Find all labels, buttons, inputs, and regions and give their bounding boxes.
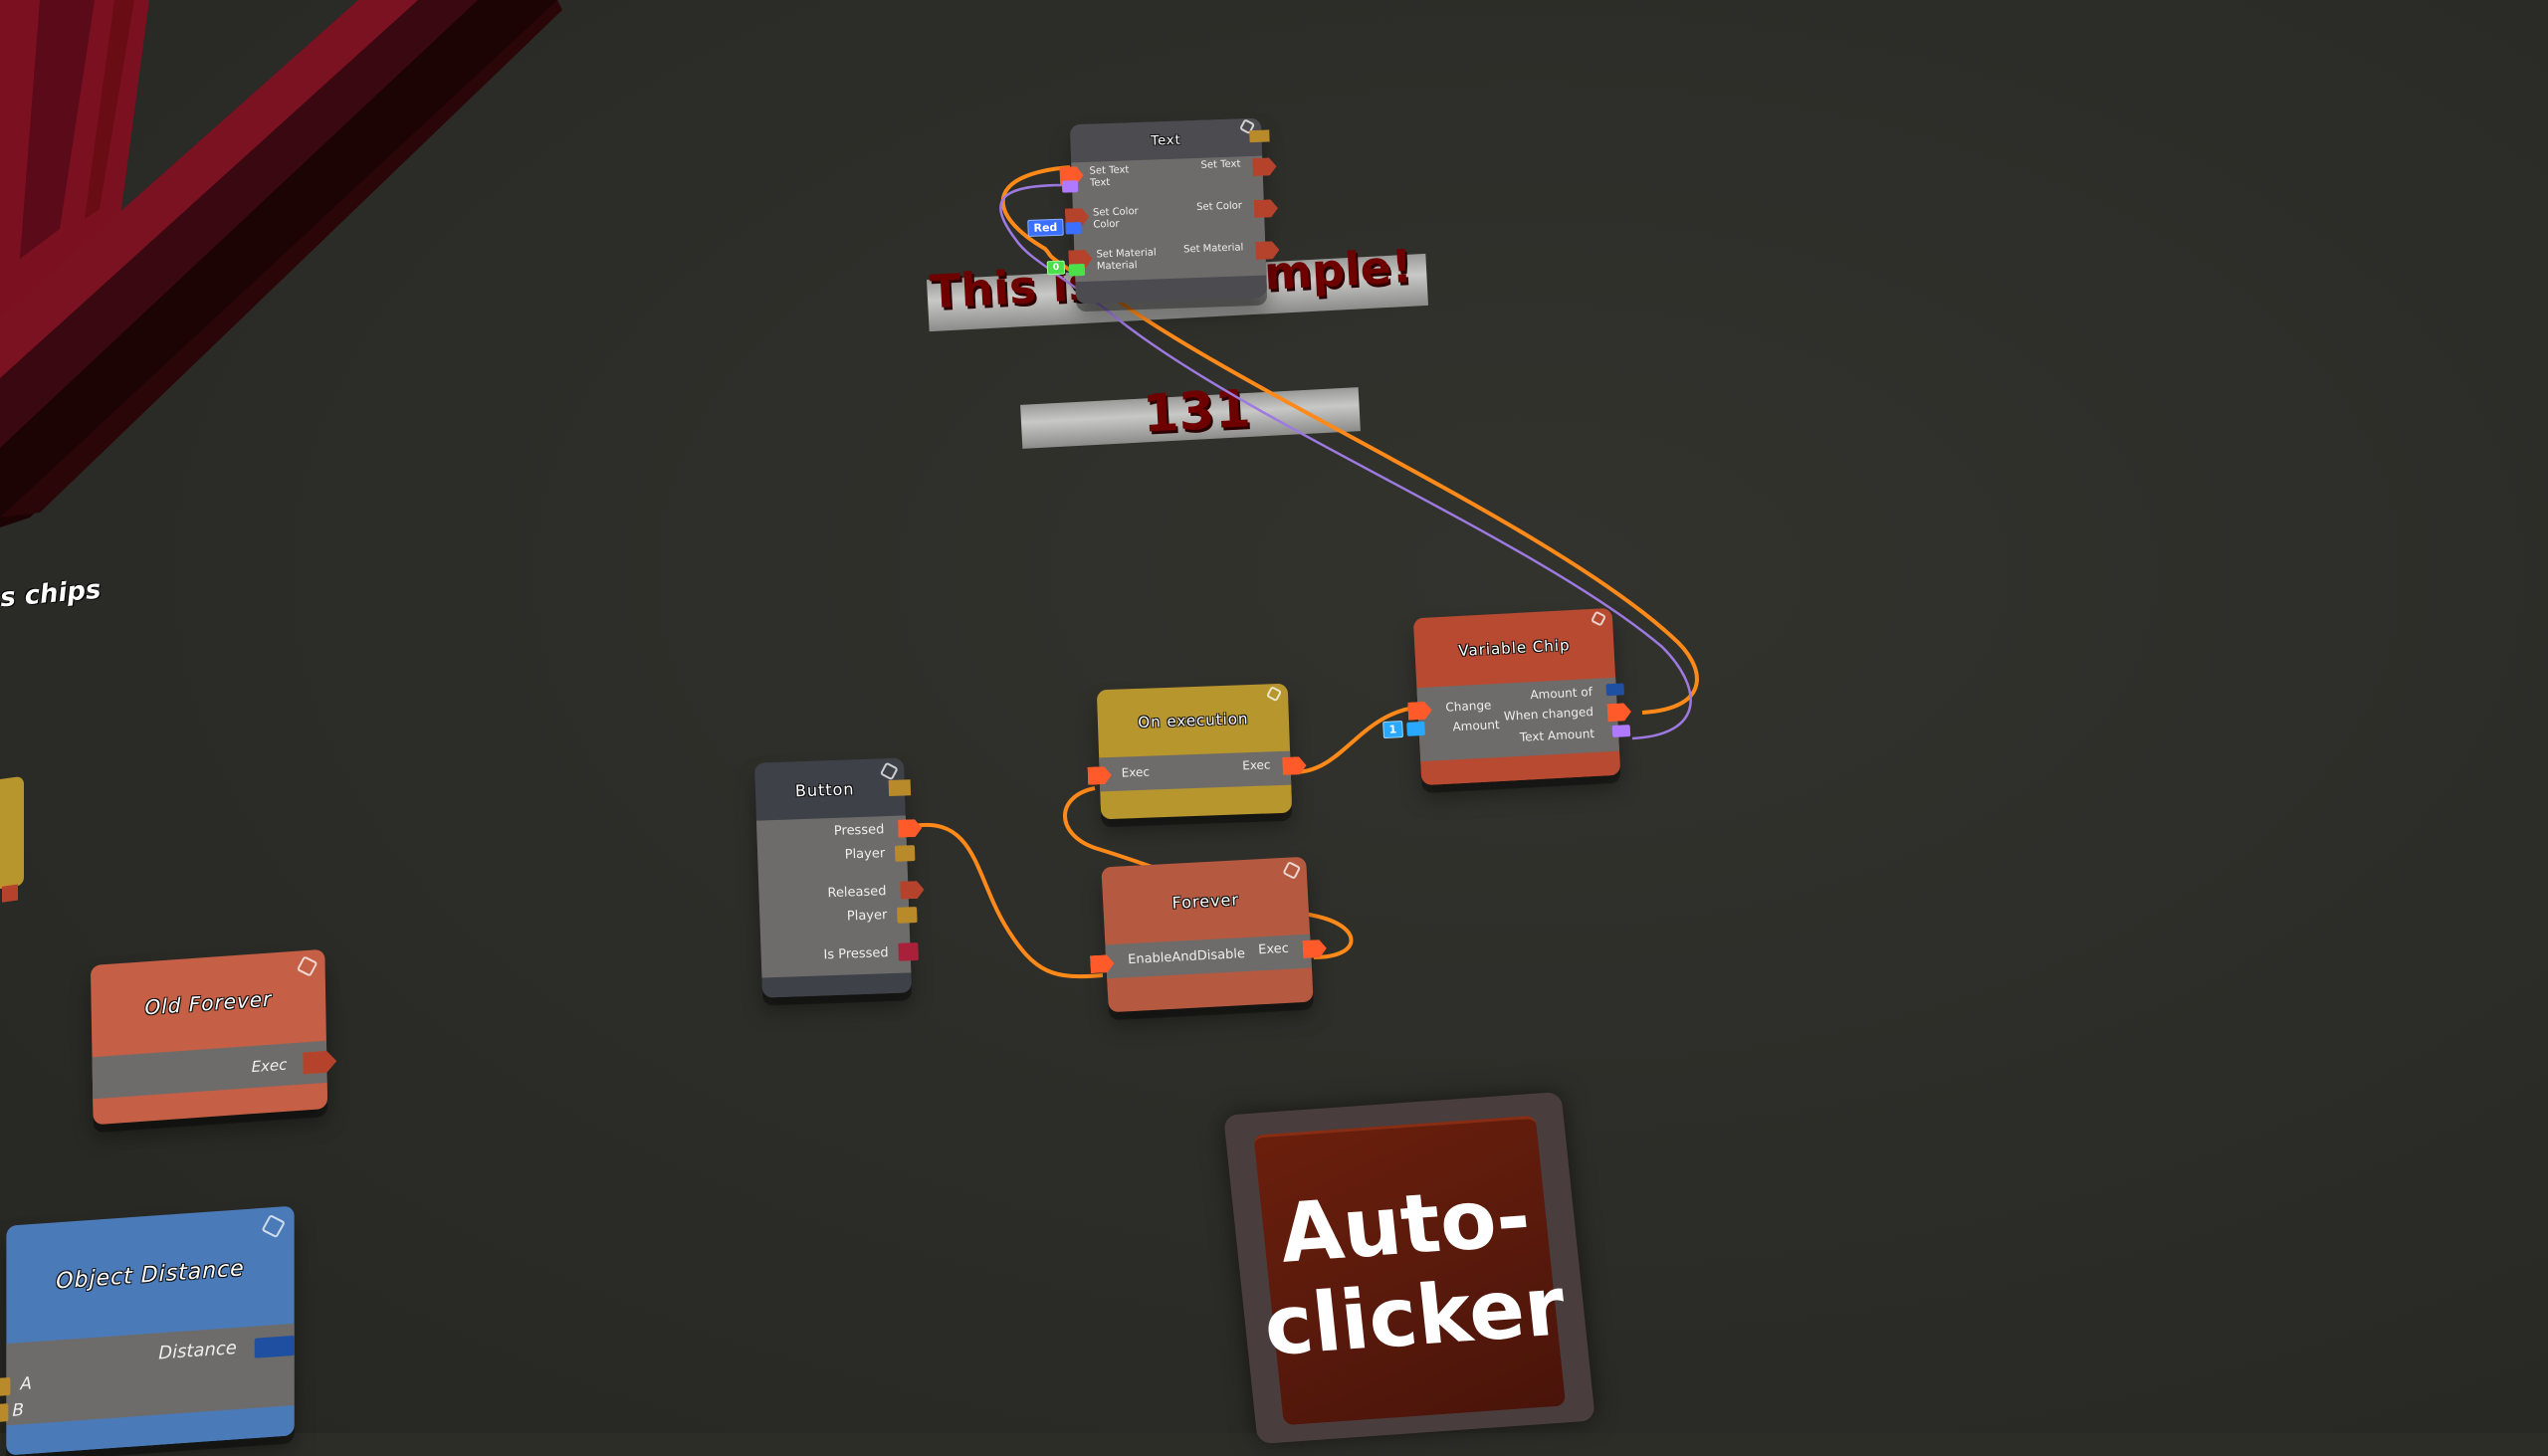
cube-icon bbox=[296, 955, 318, 977]
cube-icon bbox=[1590, 610, 1607, 627]
cube-icon bbox=[1265, 686, 1283, 703]
output-label: Player bbox=[846, 908, 888, 925]
chip-header[interactable]: Object Distance bbox=[6, 1206, 294, 1345]
enable-disable-exec-in-port[interactable] bbox=[1090, 954, 1115, 973]
color-in-port[interactable] bbox=[1065, 222, 1082, 235]
input-label: Color bbox=[1093, 218, 1120, 231]
is-pressed-bool-out-port[interactable] bbox=[898, 942, 919, 961]
exec-in-port[interactable] bbox=[1087, 766, 1112, 785]
text-amount-out-port[interactable] bbox=[1611, 725, 1631, 738]
change-exec-in-port[interactable] bbox=[1407, 702, 1432, 721]
output-label: Exec bbox=[251, 1055, 288, 1077]
chip-title: Button bbox=[794, 778, 855, 800]
amount-of-out-port[interactable] bbox=[1605, 683, 1625, 697]
input-label: Amount bbox=[1452, 717, 1500, 734]
cube-icon bbox=[261, 1214, 286, 1239]
counter-value: 131 bbox=[1141, 379, 1253, 445]
amount-constant-tag[interactable]: 1 bbox=[1382, 721, 1403, 739]
input-label: Exec bbox=[1121, 764, 1151, 780]
chip-forever[interactable]: Forever EnableAndDisable Exec bbox=[1101, 856, 1313, 1013]
input-label: Text bbox=[1089, 177, 1111, 189]
chip-header[interactable]: Variable Chip bbox=[1413, 608, 1615, 688]
output-label: Distance bbox=[158, 1337, 237, 1364]
auto-clicker-button[interactable]: Auto- clicker bbox=[1223, 1091, 1595, 1445]
output-label: Exec bbox=[1257, 940, 1290, 958]
auto-clicker-face[interactable]: Auto- clicker bbox=[1253, 1115, 1570, 1426]
b-object-in-port[interactable] bbox=[0, 1403, 9, 1423]
chip-old-forever[interactable]: Old Forever Exec bbox=[90, 948, 327, 1126]
self-object-port[interactable] bbox=[888, 779, 912, 796]
output-label: Pressed bbox=[833, 822, 885, 839]
chip-title: Variable Chip bbox=[1457, 636, 1571, 660]
chip-object-distance[interactable]: Object Distance Distance A B bbox=[0, 1205, 295, 1456]
input-label: Set Material bbox=[1096, 247, 1157, 261]
chip-title: Old Forever bbox=[144, 986, 273, 1020]
auto-clicker-label-line2: clicker bbox=[1259, 1259, 1570, 1375]
chip-body: Pressed Player Released Player Is Presse… bbox=[755, 815, 911, 978]
output-label: Player bbox=[844, 846, 886, 863]
chip-body: Set Text Text Set Color Color Set Materi… bbox=[1027, 155, 1266, 283]
material-constant-tag[interactable]: 0 bbox=[1046, 260, 1066, 276]
output-label: Set Color bbox=[1195, 200, 1243, 214]
cube-icon bbox=[879, 761, 899, 781]
input-label: EnableAndDisable bbox=[1127, 946, 1246, 968]
material-in-port[interactable] bbox=[1068, 263, 1086, 277]
output-label: Set Material bbox=[1182, 242, 1244, 256]
chip-header[interactable]: On execution bbox=[1097, 684, 1290, 758]
released-player-out-port[interactable] bbox=[897, 907, 918, 924]
chip-title: On execution bbox=[1138, 710, 1249, 731]
pressed-player-out-port[interactable] bbox=[894, 845, 916, 862]
color-constant-tag[interactable]: Red bbox=[1027, 218, 1064, 237]
offscreen-chip-partial[interactable] bbox=[0, 775, 24, 903]
chip-title: Forever bbox=[1171, 889, 1240, 913]
amount-in-port[interactable] bbox=[1406, 721, 1425, 736]
output-label: Amount of bbox=[1530, 685, 1593, 703]
self-object-port[interactable] bbox=[1249, 129, 1270, 143]
input-label: Set Color bbox=[1092, 206, 1139, 219]
text-string-in-port[interactable] bbox=[1061, 180, 1079, 193]
chip-on-execution[interactable]: On execution Exec Exec bbox=[1097, 683, 1292, 820]
output-label: Exec bbox=[1241, 757, 1271, 773]
output-label: Text Amount bbox=[1519, 726, 1595, 744]
input-label: A bbox=[20, 1373, 32, 1395]
output-label: Is Pressed bbox=[823, 945, 889, 963]
input-label: B bbox=[12, 1400, 24, 1421]
input-label: Set Text bbox=[1089, 164, 1130, 177]
chip-header[interactable]: Forever bbox=[1101, 857, 1310, 945]
chip-title: Object Distance bbox=[56, 1255, 245, 1295]
chip-header[interactable]: Old Forever bbox=[91, 949, 326, 1058]
chip-button[interactable]: Button Pressed Player Released Player Is… bbox=[753, 757, 912, 998]
output-label: When changed bbox=[1503, 705, 1594, 724]
chip-text[interactable]: Text Set Text Text Set Color Color Set M… bbox=[1027, 117, 1270, 305]
a-object-in-port[interactable] bbox=[0, 1376, 11, 1396]
input-label: Material bbox=[1096, 260, 1138, 273]
sign-text-right: mple! bbox=[1262, 239, 1414, 301]
output-label: Released bbox=[827, 884, 887, 902]
chip-body: Change Amount Amount of When changed Tex… bbox=[1382, 677, 1619, 762]
chip-variable[interactable]: Variable Chip Change Amount Amount of Wh… bbox=[1382, 607, 1621, 786]
exec-port[interactable] bbox=[2, 884, 18, 903]
input-label: Change bbox=[1445, 698, 1492, 715]
distance-out-port[interactable] bbox=[254, 1335, 295, 1358]
chip-title: Text bbox=[1151, 132, 1181, 149]
chip-header[interactable]: Button bbox=[754, 757, 912, 820]
cube-icon bbox=[1282, 861, 1302, 880]
chip-body: Exec Exec bbox=[1099, 750, 1291, 792]
output-label: Set Text bbox=[1200, 158, 1241, 171]
